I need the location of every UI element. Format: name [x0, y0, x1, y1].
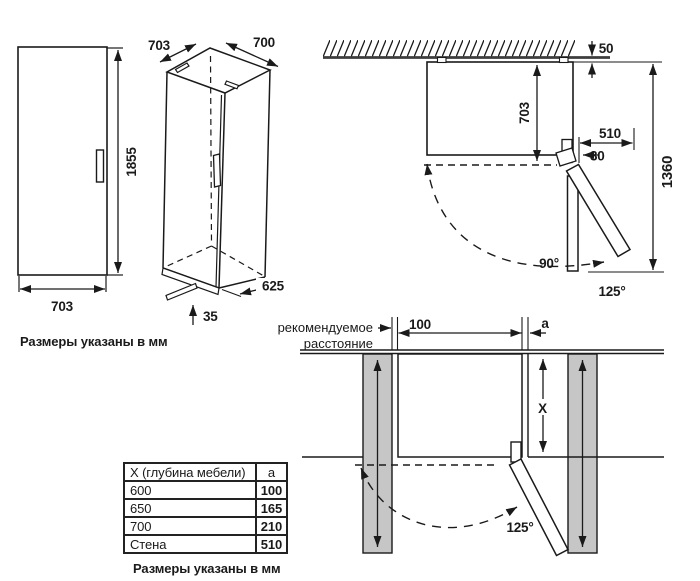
niche-door-open-125	[508, 457, 570, 557]
gap-value: 210	[255, 516, 288, 536]
dim-label-door-projection: 510	[599, 126, 621, 141]
dim-label-depth: 703	[517, 101, 532, 124]
niche-angle-label: 125°	[506, 520, 533, 535]
furniture-depth-table: X (глубина мебели) a 600 100 650 165 700…	[123, 462, 288, 554]
dim-label-gap-front: 100	[409, 317, 431, 332]
figure-front-view: 1855 703	[17, 46, 139, 314]
depth-value: Стена	[123, 534, 257, 554]
table-row: Стена 510	[123, 534, 288, 554]
door-handle	[95, 149, 105, 183]
dim-label-hinge-offset: 30	[590, 149, 605, 164]
depth-value: 600	[123, 480, 257, 500]
recommended-distance-label-2: расстояние	[304, 336, 373, 351]
gap-dimensions	[378, 317, 546, 350]
door-swing-arc	[424, 163, 605, 268]
dim-label-iso-width-top: 700	[253, 35, 275, 50]
iso-door-handle	[212, 153, 222, 188]
dim-label-iso-depth-bottom: 625	[262, 279, 285, 294]
wall-spacer-left	[436, 56, 447, 64]
dim-label-furniture-depth: X	[538, 401, 547, 416]
dim-label-wall-gap: 50	[599, 41, 614, 56]
door-projection-dimension	[578, 128, 635, 163]
width-dimension	[18, 276, 107, 293]
dimensions-note-top: Размеры указаны в мм	[20, 334, 168, 349]
depth-value: 700	[123, 516, 257, 536]
iso-plinth	[161, 267, 220, 301]
table-header-row: X (глубина мебели) a	[123, 462, 288, 482]
table-row: 700 210	[123, 516, 288, 536]
table-row: 650 165	[123, 498, 288, 518]
figure-door-swing: 50 703 510 30 1360 90° 125°	[323, 40, 676, 299]
fridge-niche-outline	[397, 353, 523, 458]
fridge-top-outline	[426, 61, 574, 156]
table-header-gap: a	[255, 462, 288, 482]
wall-hatching	[323, 40, 575, 57]
dimensions-note-bottom: Размеры указаны в мм	[133, 561, 281, 576]
dim-label-base-height: 35	[203, 309, 218, 324]
iso-top-hinges	[174, 62, 240, 90]
table-row: 600 100	[123, 480, 288, 500]
furniture-front-lines	[302, 354, 664, 458]
angle-label-125: 125°	[598, 284, 625, 299]
overall-depth-dimension	[588, 64, 664, 273]
niche-door-swing-arc	[360, 467, 518, 529]
angle-label-90: 90°	[539, 256, 559, 271]
figure-niche: рекомендуемое расстояние 100 a X 125°	[278, 316, 664, 557]
recommended-distance-label-1: рекомендуемое	[278, 320, 373, 335]
fridge-front-outline	[17, 46, 108, 276]
iso-top-face	[165, 47, 272, 94]
dim-label-iso-depth-top: 703	[148, 38, 171, 53]
height-dimension	[107, 47, 123, 276]
gap-value: 165	[255, 498, 288, 518]
figure-iso-view: 703 700 625 35	[148, 35, 290, 325]
wall-spacer-right	[558, 56, 569, 64]
dim-label-overall-depth: 1360	[659, 156, 676, 189]
gap-value: 510	[255, 534, 288, 554]
table-header-depth: X (глубина мебели)	[123, 462, 257, 482]
depth-value: 650	[123, 498, 257, 518]
gap-value: 100	[255, 480, 288, 500]
dim-label-height: 1855	[124, 147, 139, 177]
dim-label-gap-side: a	[541, 316, 549, 331]
dim-label-width: 703	[51, 299, 74, 314]
iso-hidden-edges	[164, 55, 264, 277]
door-open-90	[566, 175, 579, 272]
